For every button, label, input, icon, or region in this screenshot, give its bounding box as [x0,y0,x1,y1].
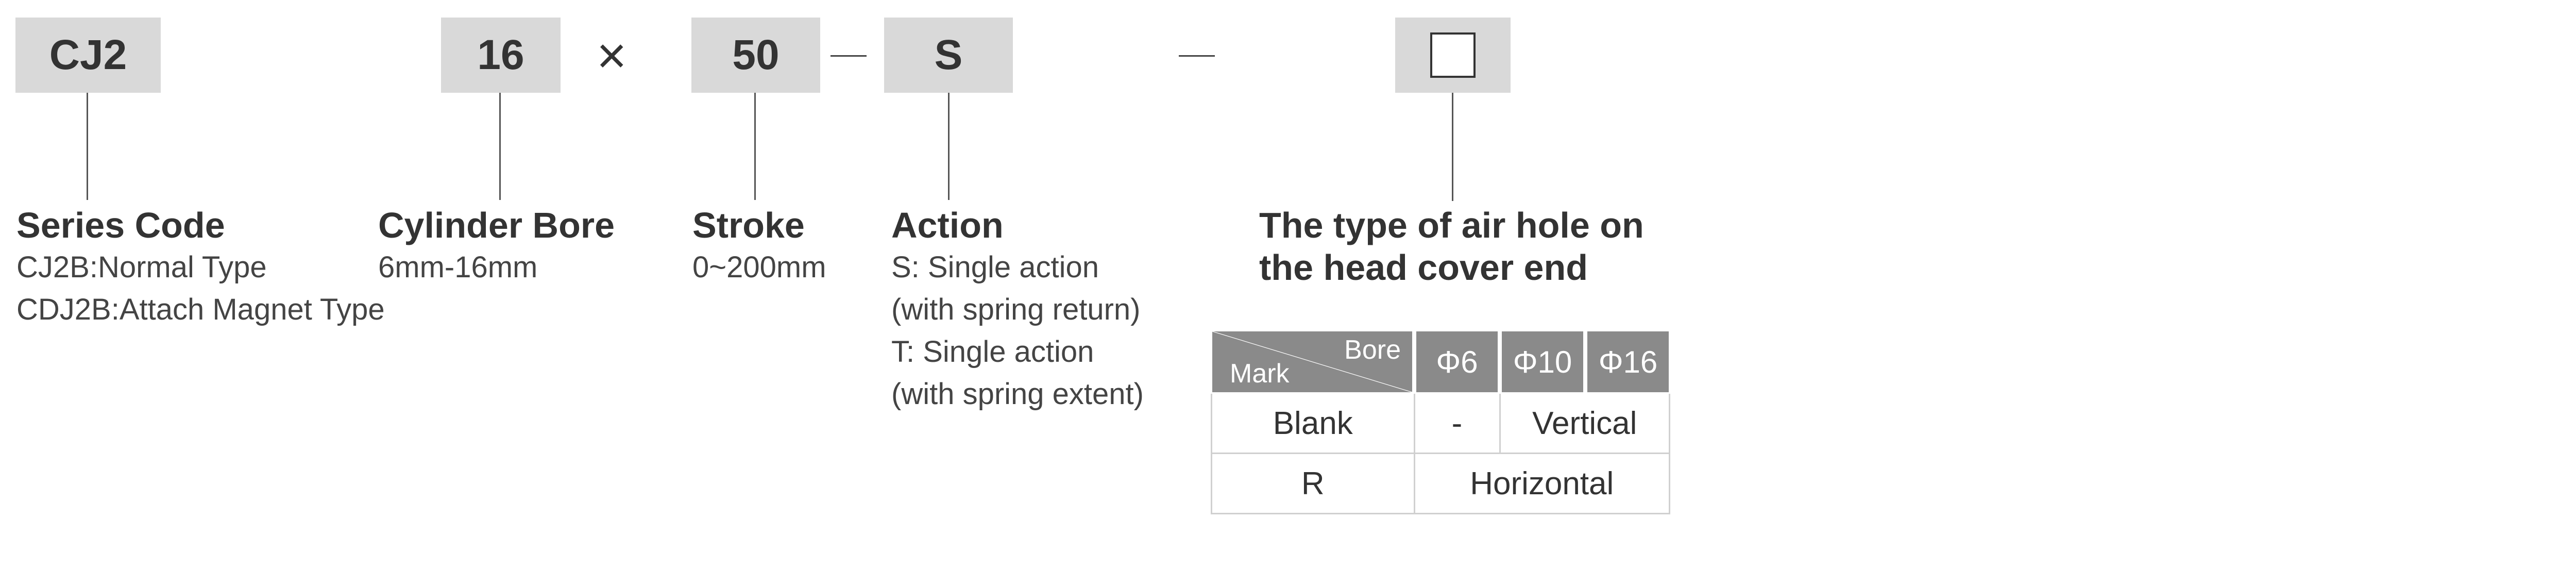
air-hole-connector [1452,93,1453,201]
series-code-value: CJ2 [49,31,127,78]
series-line: CJ2B:Normal Type [16,250,267,284]
stroke-title: Stroke [692,205,805,245]
table-row: Blank - Vertical [1211,392,1670,454]
air-hole-table: Bore Mark Φ6 Φ10 Φ16 Blank - Vertical R … [1211,330,1670,514]
table-cell-value: Horizontal [1413,453,1670,514]
stroke-line: 0~200mm [692,250,826,284]
table-header-bore-16: Φ16 [1583,330,1670,394]
stroke-code-value: 50 [732,31,779,78]
table-header-bore-6: Φ6 [1412,330,1502,394]
air-hole-title: The type of air hole on [1259,205,1644,245]
series-line: CDJ2B:Attach Magnet Type [16,293,385,326]
bore-title: Cylinder Bore [378,205,615,245]
series-title: Series Code [16,205,225,245]
action-connector [948,93,950,200]
air-hole-description: The type of air hole on the head cover e… [1259,204,1644,289]
action-line: T: Single action [891,335,1094,369]
bore-description: Cylinder Bore 6mm-16mm [378,204,615,289]
table-cell-mark: Blank [1211,392,1415,454]
bore-code-value: 16 [477,31,524,78]
dash-separator-2 [1179,55,1215,57]
series-description: Series Code CJ2B:Normal Type CDJ2B:Attac… [16,204,385,331]
bore-code-box: 16 [441,18,561,93]
action-description: Action S: Single action (with spring ret… [891,204,1144,415]
action-code-value: S [934,31,963,78]
action-line: (with spring return) [891,293,1141,326]
bore-connector [499,93,501,200]
series-connector [87,93,88,200]
blank-square-icon [1430,32,1476,78]
corner-bore-label: Bore [1344,335,1401,365]
stroke-code-box: 50 [691,18,820,93]
corner-mark-label: Mark [1230,359,1290,389]
dash-separator-1 [831,55,867,57]
table-row: R Horizontal [1211,453,1670,514]
table-cell-mark: R [1211,453,1415,514]
table-cell-value: - [1413,392,1501,454]
action-line: (with spring extent) [891,377,1144,411]
action-title: Action [891,205,1004,245]
air-hole-code-box [1395,18,1511,93]
action-code-box: S [884,18,1013,93]
diagonal-divider [1212,331,1412,392]
table-header-row: Bore Mark Φ6 Φ10 Φ16 [1211,330,1670,394]
stroke-description: Stroke 0~200mm [692,204,826,289]
table-cell-value: Vertical [1499,392,1670,454]
table-header-bore-10: Φ10 [1498,330,1587,394]
air-hole-title: the head cover end [1259,247,1588,288]
times-sign: × [597,27,627,85]
table-corner-cell: Bore Mark [1211,330,1416,394]
action-line: S: Single action [891,250,1099,284]
bore-line: 6mm-16mm [378,250,538,284]
series-code-box: CJ2 [15,18,161,93]
stroke-connector [754,93,756,200]
